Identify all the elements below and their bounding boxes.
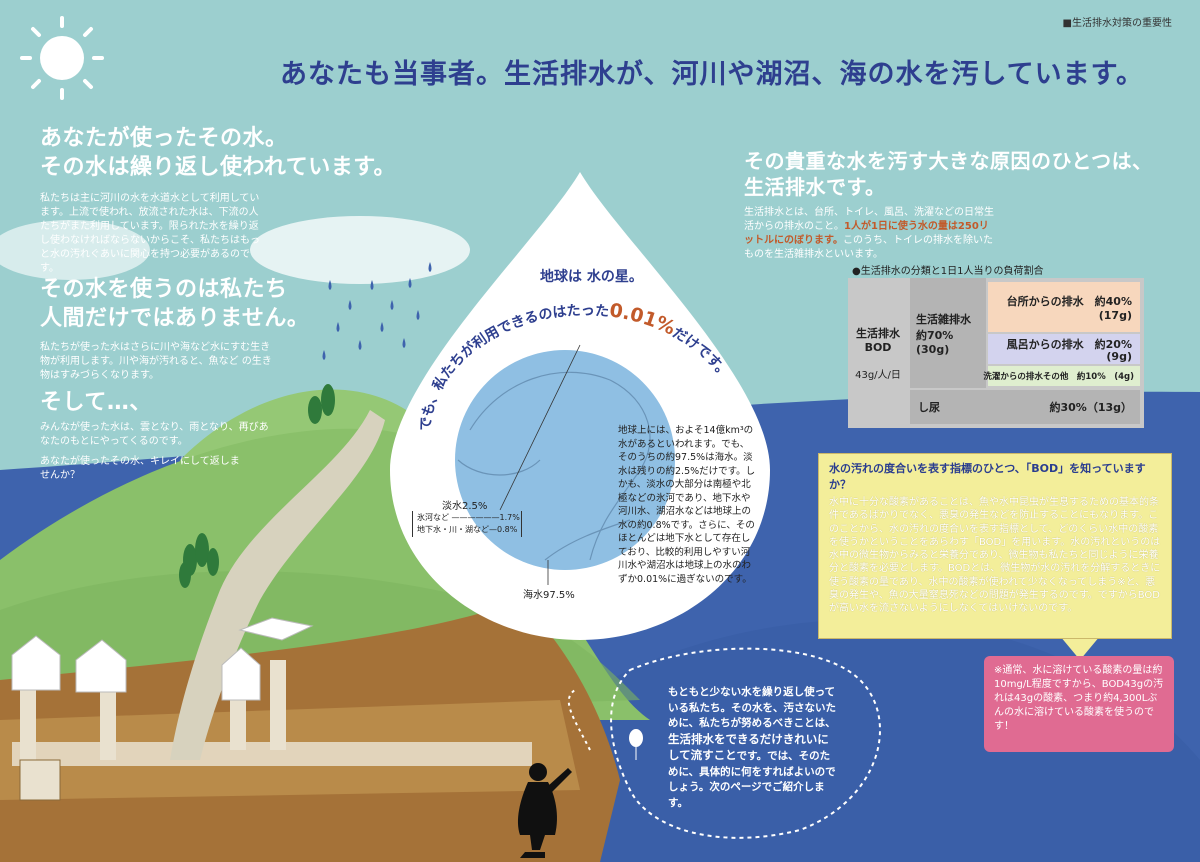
misc-cell: 生活雑排水 約70% (30g) [910, 278, 986, 388]
section3-body2: あなたが使ったその水、キレイにして返しませんか？ [40, 456, 240, 481]
bubble-text-strong: 生活排水をできるだけきれいにして流すこと [668, 731, 829, 763]
right-title-line1: その貴重な水を汚す大きな原因のひとつは、 [744, 149, 1153, 173]
right-body-highlight: 1人が1日に使う水の量は250リットルにのぼります。 [744, 221, 989, 246]
right-body-b: このうち、トイレの排水を除いたものを生活雑排水といいます。 [744, 235, 993, 260]
laundry-cell: 洗濯からの排水その他 約10% (4g) [983, 366, 1140, 386]
section3-body1: みんなが使った水は、雲となり、雨となり、再びあなたのもとにやってくるのです。 [40, 422, 269, 447]
bath-cell: 風呂からの排水 約20% (9g) [988, 334, 1140, 364]
sea-water-label: 海水97.5% [523, 590, 575, 601]
bod-label-cell: 生活排水 BOD 43g/人/日 [848, 278, 908, 428]
fresh-glacier: 氷河など ——————1.7% [417, 513, 520, 522]
laundry-label: 洗濯からの排水その他 約10% (4g) [983, 372, 1134, 382]
section2-title-line1: その水を使うのは私たち [40, 277, 288, 302]
drop-title: 地球は 水の星。 [540, 269, 643, 285]
left-section-3: そして…、 みんなが使った水は、雲となり、雨となり、再びあなたのもとにやってくる… [40, 388, 300, 483]
kitchen-cell: 台所からの排水 約40% (17g) [988, 282, 1140, 332]
kitchen-label: 台所からの排水 約40% [1006, 294, 1132, 308]
toilet-label: し尿 [918, 401, 940, 414]
bod-unit: 43g/人/日 [855, 370, 901, 381]
section1-title-line2: その水は繰り返し使われています。 [40, 155, 397, 180]
toilet-cell: し尿 約30%（13g） [910, 390, 1140, 424]
misc-l3: (30g) [916, 342, 950, 356]
bod-table: 生活排水 BOD 43g/人/日 生活雑排水 約70% (30g) 台所からの排… [848, 278, 1144, 428]
bod-info-box: 水の汚れの度合いを表す指標のひとつ、「BOD」を知っていますか？ 水中に十分な酸… [818, 453, 1172, 639]
oxygen-note-box: ※通常、水に溶けている酸素の量は約10mg/L程度ですから、BOD43gの汚れは… [984, 656, 1174, 752]
left-section-1: あなたが使ったその水。 その水は繰り返し使われています。 私たちは主に河川の水を… [40, 124, 397, 276]
fresh-water-breakdown: 氷河など ——————1.7% 地下水・川・湖など—0.8% [412, 511, 522, 537]
bod-info-body: 水中に十分な酸素があることは、魚や水中昆虫が生息するための基本的条件であるばかり… [829, 497, 1161, 615]
drop-body: 地球上には、およそ14億km³の水があるといわれます。でも、そのうちの約97.5… [618, 425, 756, 585]
bod-label-l2: BOD [864, 341, 892, 354]
fresh-water-label: 淡水2.5% [442, 501, 488, 512]
section2-body: 私たちが使った水はさらに川や海など水にすむ生き物が利用します。川や海が汚れると、… [40, 342, 272, 381]
left-section-2: その水を使うのは私たち 人間だけではありません。 私たちが使った水はさらに川や海… [40, 275, 360, 383]
corner-tag: ■生活排水対策の重要性 [1062, 18, 1172, 29]
section2-title-line2: 人間だけではありません。 [40, 306, 310, 331]
fresh-groundwater: 地下水・川・湖など—0.8% [417, 525, 518, 534]
bubble-text-b: です。では、そのために、具体的に何をすればよいのでしょう。次のページでご紹介しま… [668, 750, 836, 809]
section1-title-line1: あなたが使ったその水。 [40, 126, 288, 151]
toilet-value: 約30%（13g） [1049, 401, 1132, 414]
section3-title: そして…、 [40, 390, 152, 415]
right-section: その貴重な水を汚す大きな原因のひとつは、 生活排水です。 生活排水とは、台所、ト… [744, 148, 1184, 262]
bath-g: (9g) [1106, 350, 1132, 363]
bath-label: 風呂からの排水 約20% [1006, 338, 1132, 351]
speech-bubble-text: もともと少ない水を繰り返し使っている私たち。その水を、汚さないために、私たちが努… [668, 685, 840, 811]
bod-label-l1: 生活排水 [856, 327, 900, 340]
bod-info-title: 水の汚れの度合いを表す指標のひとつ、「BOD」を知っていますか？ [829, 462, 1146, 491]
right-title-line2: 生活排水です。 [744, 175, 886, 199]
water-drop: 地球は 水の星。 でも、私たちが利用できるのはたった0.01%だけです。 淡水2… [390, 170, 770, 640]
bubble-text-a: もともと少ない水を繰り返し使っている私たち。その水を、汚さないために、私たちが努… [668, 686, 836, 729]
misc-l2: 約70% [916, 328, 954, 342]
section1-body: 私たちは主に河川の水を水道水として利用しています。上流で使われ、放流された水は、… [40, 193, 260, 274]
main-title: あなたも当事者。生活排水が、河川や湖沼、海の水を汚しています。 [280, 59, 1144, 90]
kitchen-g: (17g) [1098, 308, 1132, 322]
drop-arc-text: でも、私たちが利用できるのはたった0.01%だけです。 [418, 299, 733, 431]
svg-text:でも、私たちが利用できるのはたった0.01%だけです。: でも、私たちが利用できるのはたった0.01%だけです。 [418, 299, 733, 431]
right-body: 生活排水とは、台所、トイレ、風呂、洗濯などの日常生活からの排水のこと。1人が1日… [744, 206, 994, 262]
right-body-a: 生活排水とは、台所、トイレ、風呂、洗濯などの日常生活からの排水のこと。 [744, 207, 994, 232]
table-caption: ●生活排水の分類と1日1人当りの負荷割合 [852, 266, 1044, 277]
misc-l1: 生活雑排水 [916, 312, 971, 326]
